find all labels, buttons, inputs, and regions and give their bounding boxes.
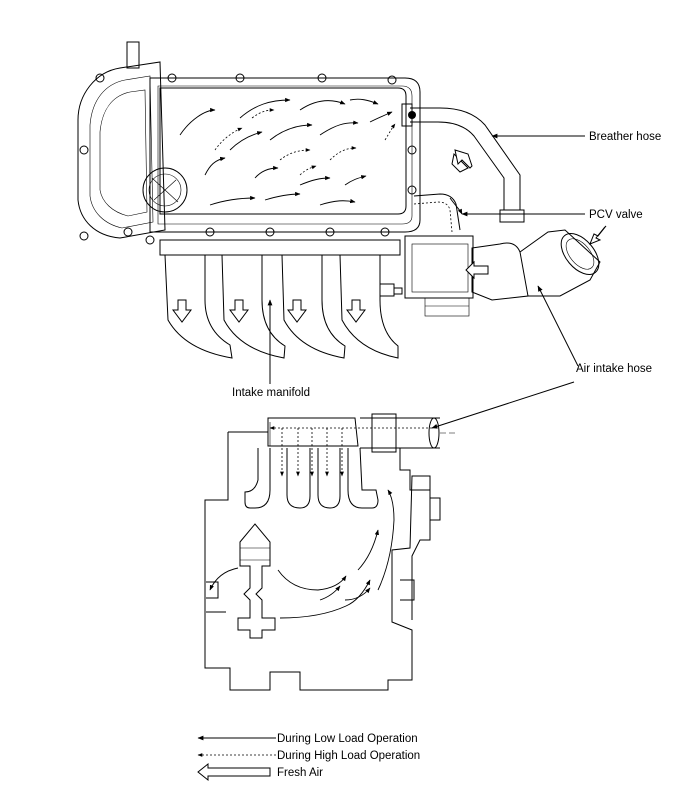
engine-top-view <box>77 41 607 359</box>
pcv-valve-label: PCV valve <box>589 209 643 221</box>
legend: During Low Load Operation During High Lo… <box>197 733 420 782</box>
engine-section-view <box>204 413 455 691</box>
intake-runners <box>159 239 403 359</box>
leader-lines <box>267 133 585 429</box>
breather-fresh-air-arrow <box>451 149 473 173</box>
legend-high-load: During High Load Operation <box>277 750 420 762</box>
air-intake-hose-label: Air intake hose <box>576 363 652 375</box>
intake-manifold-label: Intake manifold <box>232 387 310 399</box>
breather-hose-label: Breather hose <box>589 131 661 143</box>
legend-fresh-air: Fresh Air <box>277 767 323 779</box>
legend-low-load: During Low Load Operation <box>277 733 418 745</box>
legend-fresh-air-arrow <box>197 762 271 782</box>
valve-cover-flow-arrows <box>179 97 396 206</box>
